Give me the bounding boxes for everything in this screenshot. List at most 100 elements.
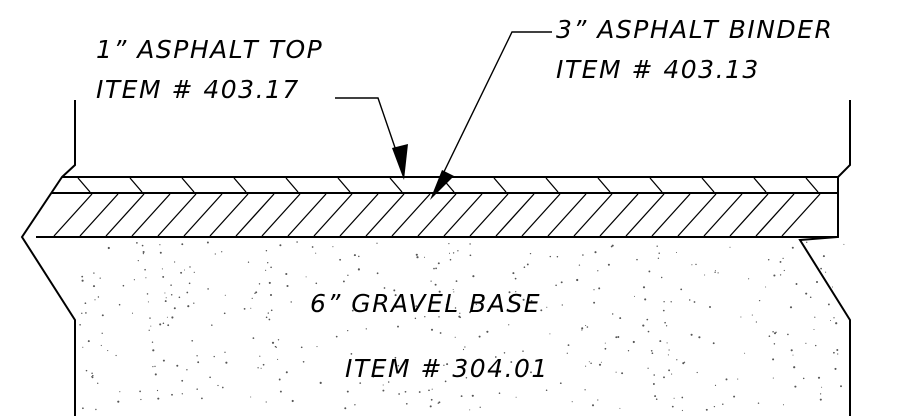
stipple-dot (351, 309, 354, 312)
stipple-dot (311, 246, 314, 248)
stipple-dot (647, 330, 650, 333)
stipple-dot (471, 394, 474, 397)
stipple-dot (275, 346, 277, 348)
asphalt-top-item-label: ITEM # 403.17 (96, 75, 300, 104)
stipple-dot (188, 282, 191, 285)
stipple-dot (437, 402, 439, 404)
stipple-dot (821, 386, 823, 388)
stipple-dot (350, 353, 353, 355)
stipple-dot (555, 284, 557, 287)
stipple-dot (714, 384, 717, 386)
stipple-dot (100, 344, 102, 347)
stipple-dot (469, 243, 471, 245)
stipple-dot (642, 324, 645, 327)
stipple-dot (165, 297, 167, 299)
stipple-dot (829, 319, 832, 322)
stipple-dot (586, 326, 589, 328)
hatch-stroke (79, 193, 119, 237)
stipple-dot (107, 246, 110, 250)
stipple-dot (278, 378, 281, 381)
stipple-dot (806, 241, 808, 243)
stipple-dot (454, 336, 456, 338)
stipple-dot (252, 337, 255, 339)
stipple-dot (82, 407, 84, 410)
stipple-dot (668, 369, 671, 372)
stipple-dot (342, 280, 345, 283)
stipple-dot (834, 367, 837, 370)
stipple-dot (247, 261, 250, 263)
stipple-dot (653, 374, 655, 376)
stipple-dot (805, 342, 807, 344)
stipple-dot (478, 335, 481, 338)
hatch-stroke (701, 177, 715, 193)
stipple-dot (675, 251, 678, 254)
stipple-dot (279, 244, 282, 247)
stipple-dot (696, 371, 698, 374)
stipple-dot (733, 395, 736, 398)
stipple-dot (522, 298, 525, 301)
stipple-dot (416, 256, 419, 259)
stipple-dot (549, 255, 552, 258)
stipple-dot (725, 378, 728, 381)
stipple-dot (522, 350, 524, 352)
stipple-dot (438, 316, 440, 318)
hatch-stroke (625, 193, 665, 237)
stipple-dot (250, 307, 252, 309)
stipple-dot (262, 363, 265, 366)
stipple-dot (115, 354, 117, 357)
stipple-dot (250, 396, 252, 398)
stipple-dot (498, 392, 501, 394)
gravel-stipple (79, 241, 845, 412)
stipple-dot (782, 404, 785, 406)
stipple-dot (691, 264, 693, 266)
stipple-dot (92, 285, 96, 288)
stipple-dot (659, 340, 662, 343)
stipple-dot (133, 279, 135, 281)
hatch-stroke (417, 193, 457, 237)
stipple-dot (164, 292, 166, 294)
stipple-dot (201, 397, 203, 400)
stipple-dot (767, 259, 770, 261)
hatch-stroke (129, 177, 143, 193)
stipple-dot (258, 283, 261, 285)
stipple-dot (316, 346, 318, 348)
stipple-dot (668, 349, 670, 351)
stipple-dot (267, 312, 269, 314)
stipple-dot (91, 372, 93, 375)
stipple-dot (197, 361, 200, 364)
stipple-dot (170, 284, 172, 286)
stipple-dot (835, 322, 838, 325)
stipple-dot (257, 367, 259, 369)
stipple-dot (582, 254, 584, 256)
asphalt-binder-label: 3” ASPHALT BINDER (556, 15, 833, 44)
stipple-dot (267, 262, 269, 264)
stipple-dot (142, 250, 145, 254)
stipple-dot (567, 344, 570, 346)
hatch-stroke (677, 193, 717, 237)
stipple-dot (148, 329, 150, 331)
hatch-stroke (651, 193, 691, 237)
hatch-stroke (443, 193, 483, 237)
hatch-stroke (337, 177, 351, 193)
asphalt-binder-item-label: ITEM # 403.13 (556, 55, 760, 84)
hatch-stroke (729, 193, 769, 237)
stipple-dot (225, 361, 228, 364)
asphalt-top-label: 1” ASPHALT TOP (96, 35, 323, 64)
asphalt-binder-arrowhead (430, 170, 454, 200)
stipple-dot (556, 255, 559, 258)
stipple-dot (84, 302, 87, 305)
stipple-dot (561, 304, 563, 306)
stipple-dot (737, 378, 739, 380)
hatch-stroke (313, 193, 353, 237)
stipple-dot (590, 362, 592, 364)
stipple-dot (405, 402, 408, 405)
stipple-dot (214, 253, 216, 255)
stipple-dot (291, 399, 294, 403)
hatch-stroke (649, 177, 663, 193)
stipple-dot (265, 249, 268, 252)
stipple-dot (92, 374, 94, 377)
stipple-dot (162, 322, 165, 325)
stipple-dot (315, 252, 317, 254)
stipple-dot (658, 252, 660, 255)
stipple-dot (831, 286, 834, 288)
